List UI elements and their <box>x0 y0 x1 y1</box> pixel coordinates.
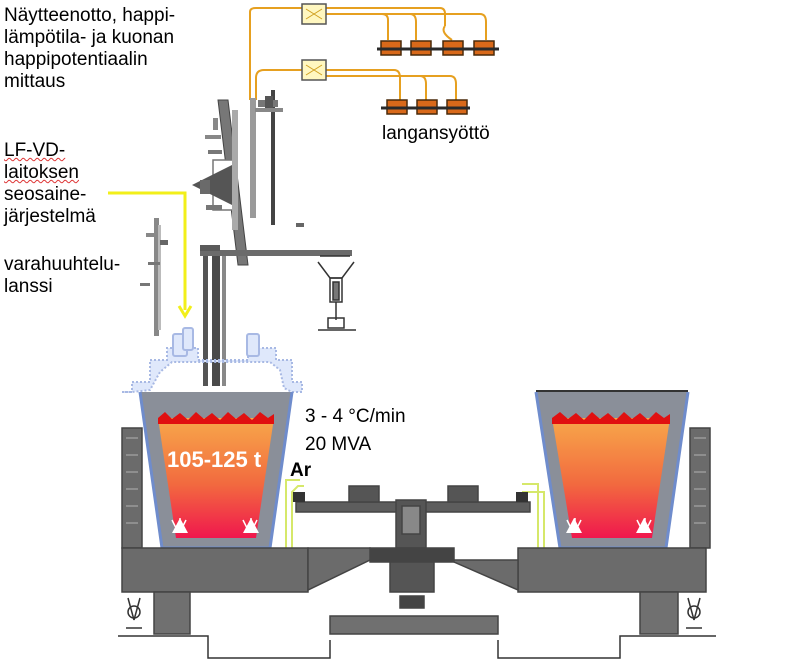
alloy-line-2: laitoksen <box>4 162 79 183</box>
right-hopper <box>317 255 356 331</box>
alloy-line-4: järjestelmä <box>4 206 96 227</box>
right-ladle <box>534 390 690 550</box>
measurement-line-4: mittaus <box>4 71 66 92</box>
upper-mechanism <box>192 90 352 386</box>
ladle-capacity-label: 105-125 t <box>167 447 262 472</box>
measurement-line-1: Näytteenotto, happi- <box>4 5 176 26</box>
lance-line-2: lanssi <box>4 276 53 297</box>
wire-coil-row-upper <box>377 40 499 56</box>
measurement-line-3: happipotentiaalin <box>4 49 148 70</box>
rail-and-wheels <box>118 597 716 659</box>
left-ladle <box>138 391 294 550</box>
alloy-system-label: LF-VD- laitoksen seosaine- järjestelmä <box>4 140 96 228</box>
ladle-roof <box>122 327 303 393</box>
alloy-line-1: LF-VD- <box>4 140 66 161</box>
heating-rate-label: 3 - 4 °C/min <box>305 406 406 427</box>
wire-feed-system <box>249 3 499 115</box>
measurement-label: Näytteenotto, happi- lämpötila- ja kuona… <box>4 5 175 93</box>
lance-label: varahuuhtelu- lanssi <box>4 254 120 298</box>
wire-feed-label: langansyöttö <box>382 123 490 144</box>
backup-stirring-lance <box>140 218 168 336</box>
measurement-line-2: lämpötila- ja kuonan <box>4 27 175 48</box>
alloy-feed-arrow <box>177 305 193 319</box>
ladle-turret <box>121 427 711 635</box>
wire-coil-row-lower <box>381 99 470 115</box>
alloy-feed-line <box>108 191 187 310</box>
alloy-line-3: seosaine- <box>4 184 87 205</box>
argon-connectors <box>293 492 528 502</box>
lance-line-1: varahuuhtelu- <box>4 254 121 275</box>
argon-label: Ar <box>290 460 312 481</box>
power-label: 20 MVA <box>305 434 372 455</box>
